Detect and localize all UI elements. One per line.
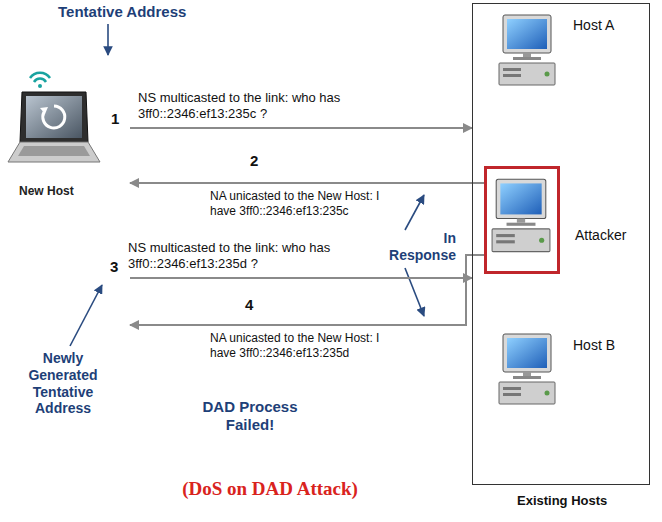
node-label: New Host bbox=[19, 184, 74, 198]
attacker-computer bbox=[492, 179, 550, 251]
message-label: NS multicasted to the link: who has 3ff0… bbox=[138, 90, 363, 123]
response-note: In Response bbox=[384, 230, 456, 264]
status-note: DAD Process Failed! bbox=[195, 398, 305, 434]
leader-arrow bbox=[107, 24, 109, 55]
node-label: Host B bbox=[573, 337, 615, 354]
message-label: NA unicasted to the New Host: I have 3ff… bbox=[210, 189, 405, 219]
step-number: 2 bbox=[250, 152, 258, 170]
host-node: Host B bbox=[491, 329, 641, 414]
leader-arrow bbox=[405, 268, 424, 316]
node-label: Attacker bbox=[575, 227, 626, 244]
caption: (DoS on DAD Attack) bbox=[120, 478, 420, 501]
message-label: NS multicasted to the link: who has 3ff0… bbox=[128, 240, 358, 273]
leader-arrow bbox=[70, 285, 102, 346]
message-arrow bbox=[130, 182, 484, 184]
leader-arrow bbox=[405, 195, 424, 230]
node-label: Host A bbox=[573, 17, 614, 34]
host-node: New Host bbox=[5, 60, 130, 335]
attacker-box: Attacker bbox=[484, 166, 560, 274]
host-group: Existing HostsHost AAttackerHost B bbox=[472, 3, 650, 485]
step-number: 1 bbox=[111, 110, 119, 128]
message-arrow bbox=[130, 127, 472, 129]
host-a-computer bbox=[499, 15, 555, 85]
host-node: Host A bbox=[491, 13, 641, 93]
step-number: 3 bbox=[110, 258, 118, 276]
laptop-icon bbox=[8, 73, 100, 162]
host-b-computer bbox=[499, 334, 555, 404]
message-label: NA unicasted to the New Host: I have 3ff… bbox=[210, 331, 405, 361]
step-number: 4 bbox=[245, 296, 253, 314]
node-label: Existing Hosts bbox=[517, 493, 607, 509]
message-arrow bbox=[130, 277, 472, 279]
heading-note: Tentative Address bbox=[58, 3, 186, 21]
tentative-note: Newly Generated Tentative Address bbox=[20, 350, 106, 417]
